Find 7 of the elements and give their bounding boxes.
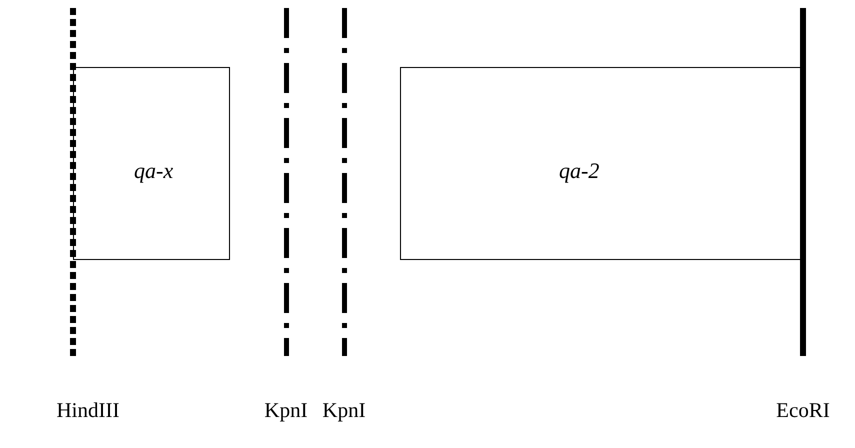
restriction-site-label: KpnI (264, 398, 308, 423)
restriction-site-label: EcoRI (776, 398, 830, 423)
restriction-site-label: KpnI (322, 398, 366, 423)
restriction-site-label: HindIII (56, 398, 120, 423)
gene-box (73, 67, 230, 260)
gene-name: qa-x (134, 158, 174, 184)
gene-name: qa-2 (559, 158, 600, 184)
